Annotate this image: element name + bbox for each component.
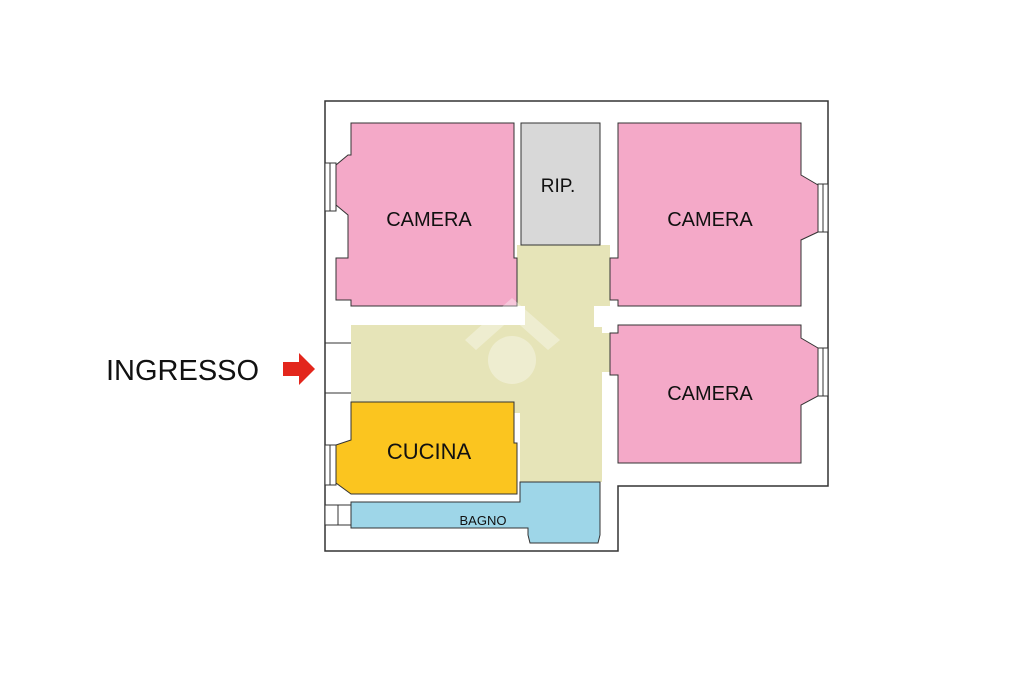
room-bagno bbox=[350, 481, 601, 544]
room-camera-top-left bbox=[335, 122, 518, 307]
label-camera-top-right: CAMERA bbox=[667, 209, 753, 231]
room-ripostiglio bbox=[520, 122, 601, 246]
label-camera-top-left: CAMERA bbox=[386, 209, 472, 231]
entrance-arrow-icon bbox=[283, 353, 315, 385]
label-ripostiglio: RIP. bbox=[541, 176, 576, 197]
window-icons bbox=[324, 162, 829, 526]
watermark-logo bbox=[465, 298, 560, 384]
label-bagno: BAGNO bbox=[460, 513, 507, 528]
label-camera-bottom-right: CAMERA bbox=[667, 383, 753, 405]
room-camera-bottom-right bbox=[609, 324, 819, 464]
hallway bbox=[351, 245, 610, 482]
room-camera-top-right bbox=[609, 122, 819, 307]
room-cucina bbox=[335, 401, 518, 495]
label-ingresso: INGRESSO bbox=[106, 355, 259, 387]
label-cucina: CUCINA bbox=[387, 439, 472, 464]
